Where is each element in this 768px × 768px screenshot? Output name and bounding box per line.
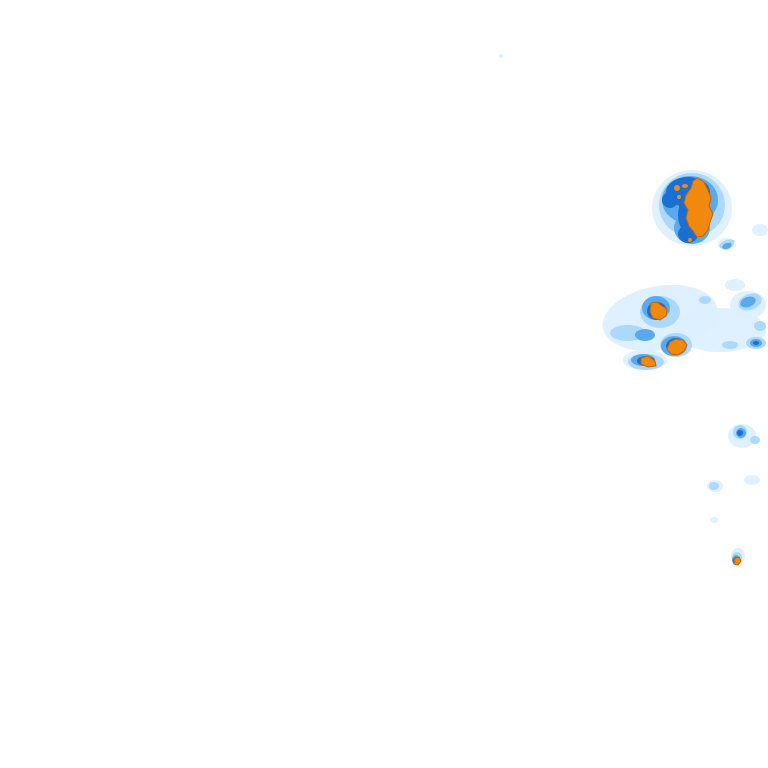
echo-light [709,482,719,490]
south-small-cell [733,556,742,566]
echo-very-light [725,279,745,291]
precip-core-layer [640,177,742,566]
echo-medium [740,296,756,308]
core-speckle [674,185,680,191]
echo-medium [635,329,655,341]
echo-medium [722,242,732,250]
precip-very-light-layer [499,54,768,564]
echo-very-light [752,224,768,236]
echo-light [754,321,766,331]
echo-heavy [753,341,759,345]
echo-light [699,296,711,304]
echo-heavy [662,192,678,208]
core-speckle [677,195,681,199]
echo-light [722,341,738,349]
north-storm-cell [683,177,714,238]
echo-heavy [737,430,743,436]
central-cell-south [640,355,657,368]
echo-very-light [674,308,766,352]
central-cell-west [649,301,668,321]
echo-light [750,436,760,444]
echo-very-light [744,475,760,485]
core-speckle [682,184,688,188]
echo-very-light [710,517,718,523]
core-speckle [688,238,692,242]
echo-very-light [499,54,503,58]
central-cell-east [666,338,688,356]
